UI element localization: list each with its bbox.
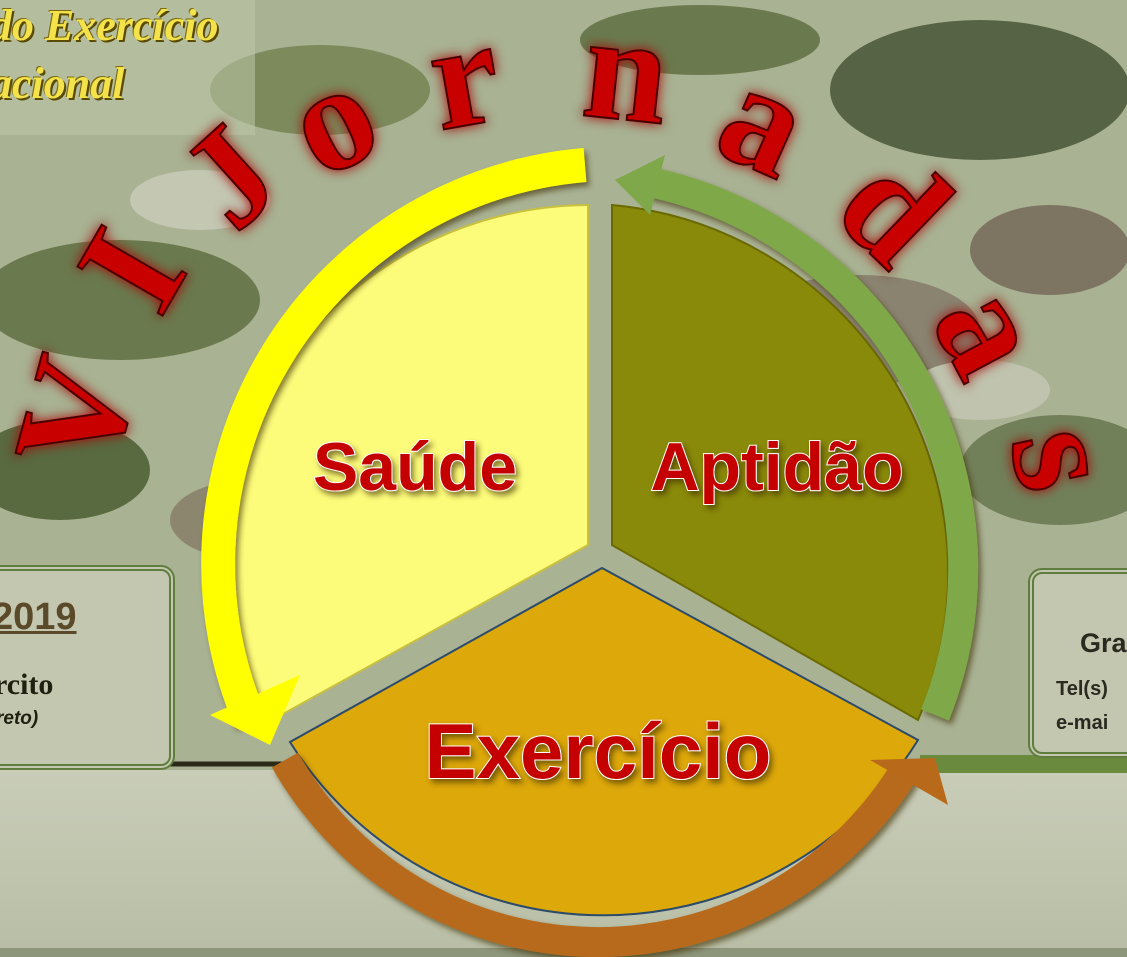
event-year: 2019 [0, 596, 77, 638]
arc-letter-i: I [45, 203, 218, 337]
left-panel-line-2: reto) [0, 708, 39, 729]
arc-letter-a1: a [697, 28, 833, 210]
brown-cycle-arrow [271, 752, 918, 957]
left-info-panel [0, 565, 175, 770]
exercicio-label: Exercício [425, 707, 772, 795]
arc-letter-r: r [417, 0, 511, 162]
arc-letter-o: o [262, 28, 402, 210]
arc-letter-s: s [978, 412, 1127, 504]
arc-letter-j: J [152, 96, 308, 258]
header-line-2: acional [0, 59, 125, 108]
right-panel-email-label: e-mai [1056, 712, 1109, 734]
yellow-arrowhead-icon [210, 675, 300, 745]
right-panel-line-1: Gra [1080, 628, 1127, 658]
aptidao-label: Aptidão [650, 429, 903, 505]
arc-letter-n: n [577, 0, 677, 157]
arc-letter-v: V [0, 341, 170, 489]
green-arrowhead-icon [615, 155, 665, 215]
yellow-cycle-arrow [201, 148, 587, 727]
arc-letter-a2: a [901, 258, 1083, 402]
saude-label: Saúde [313, 429, 517, 505]
header-line-1: do Exercício [0, 1, 219, 50]
brown-arrowhead-icon [870, 758, 948, 805]
right-panel-phone-label: Tel(s) [1056, 678, 1108, 700]
header-box [0, 0, 255, 135]
green-cycle-arrow [646, 167, 979, 721]
left-panel-line-1: rcito [0, 668, 54, 701]
right-info-panel [1028, 568, 1127, 758]
